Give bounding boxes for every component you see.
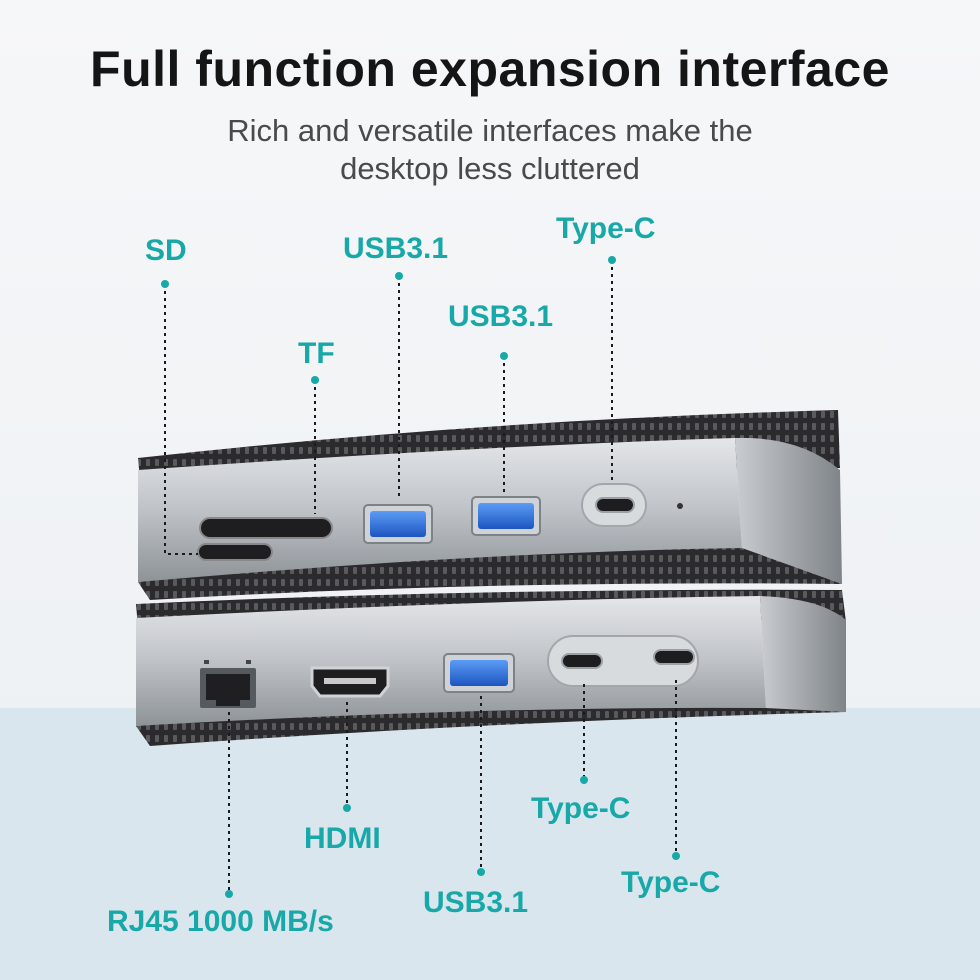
label-hdmi: HDMI xyxy=(304,822,381,855)
label-rj45: RJ45 1000 MB/s xyxy=(107,905,334,938)
usb-a-tongue-top-2 xyxy=(478,503,534,529)
subtitle-line-2: desktop less cluttered xyxy=(340,151,640,186)
bottom-side-panel xyxy=(760,596,846,712)
top-vent-strip-lower xyxy=(138,548,842,600)
top-front-panel xyxy=(138,438,742,582)
type-c-top-leader-dot xyxy=(608,256,616,264)
label-type-c-bottom-1: Type-C xyxy=(531,792,631,825)
sd-leader-dot xyxy=(161,280,169,288)
rj45-led-left xyxy=(204,660,209,664)
type-c-port-bottom-1 xyxy=(561,653,603,669)
rj45-led-right xyxy=(246,660,251,664)
leader-dots xyxy=(161,256,680,898)
label-sd: SD xyxy=(145,234,187,267)
bottom-hub-unit xyxy=(136,589,846,746)
type-c-bottom-1-leader-dot xyxy=(580,776,588,784)
label-usb-bottom: USB3.1 xyxy=(423,886,529,919)
sd-card-slot xyxy=(197,543,273,561)
type-c-port-bottom-2 xyxy=(653,649,695,665)
tf-leader-dot xyxy=(311,376,319,384)
usb-bottom-leader-dot xyxy=(477,868,485,876)
usb-top-2-leader-dot xyxy=(500,352,508,360)
top-hub-unit xyxy=(138,410,842,600)
bottom-vent-strip-lower xyxy=(136,707,846,746)
type-c-bezel-bottom xyxy=(547,635,699,687)
label-type-c-bottom-2: Type-C xyxy=(621,866,721,899)
page-title: Full function expansion interface xyxy=(90,41,890,97)
usb-top-1-leader-dot xyxy=(395,272,403,280)
background-table xyxy=(0,708,980,980)
label-usb-top-1: USB3.1 xyxy=(343,232,449,265)
subtitle-line-1: Rich and versatile interfaces make the xyxy=(227,113,753,148)
leader-lines xyxy=(164,260,677,894)
tf-card-slot xyxy=(199,517,333,539)
usb-a-tongue-bottom xyxy=(450,660,508,686)
label-tf: TF xyxy=(298,337,335,370)
led-indicator xyxy=(677,503,683,509)
rj45-port-opening xyxy=(206,674,250,706)
label-usb-top-2: USB3.1 xyxy=(448,300,554,333)
top-side-panel xyxy=(735,437,842,584)
page-subtitle: Rich and versatile interfaces make the d… xyxy=(0,112,980,188)
type-c-port-top xyxy=(595,497,635,513)
label-type-c-top: Type-C xyxy=(556,212,656,245)
usb-a-tongue-top-1 xyxy=(370,511,426,537)
type-c-bottom-2-leader-dot xyxy=(672,852,680,860)
rj45-leader-dot xyxy=(225,890,233,898)
hdmi-leader-dot xyxy=(343,804,351,812)
hdmi-contacts xyxy=(324,678,376,684)
